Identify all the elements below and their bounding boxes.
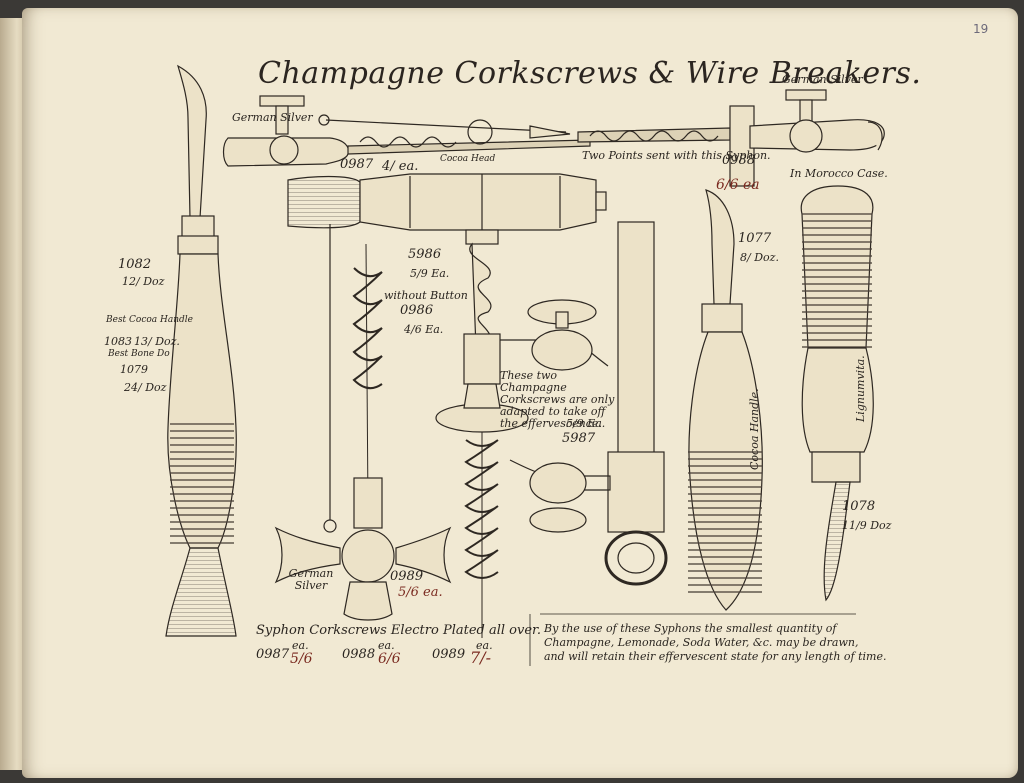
syphon-note: By the use of these Syphons the smallest… [544, 622, 886, 664]
champagne-corkscrew-5986 [287, 119, 609, 638]
price-1082: 12/ Doz [122, 275, 165, 288]
code-1082: 1082 [118, 257, 152, 272]
price-0988: 6/6 ea [716, 177, 760, 193]
code-0986: 0986 [400, 303, 434, 318]
syphon-note-line-3: and will retain their effervescent state… [544, 650, 887, 663]
label-two-points: Two Points sent with this Syphon. [582, 149, 771, 162]
sc-price-1: 5/6 [290, 651, 313, 667]
price-1077: 8/ Doz. [740, 251, 779, 264]
label-without-button: without Button [384, 289, 468, 302]
syphon-corkscrew-0987 [222, 95, 591, 167]
syphon-note-line-1: By the use of these Syphons the smallest… [544, 622, 837, 635]
label-cocoa-handle: Cocoa Handle. [748, 388, 761, 470]
wire-spike [318, 114, 571, 139]
sc-ea-1: ea. [292, 639, 309, 652]
label-german-silver-right: German Silver [782, 73, 863, 86]
syphon-note-line-2: Champagne, Lemonade, Soda Water, &c. may… [544, 636, 859, 649]
price-5987: 5/9 Ea. [566, 417, 606, 430]
syphon-corkscrew-0988 [577, 89, 885, 187]
sc-code-1: 0987 [256, 647, 290, 662]
page-number: 19 [973, 22, 989, 36]
sc-price-2: 6/6 [378, 651, 401, 667]
sc-price-3: 7/- [470, 648, 491, 667]
sc-code-3: 0989 [432, 647, 466, 662]
engraved-tools-illustration [165, 64, 885, 666]
sc-ea-3: ea. [476, 639, 493, 652]
syphon-corkscrew-0989 [274, 224, 452, 621]
code-1078: 1078 [842, 499, 876, 514]
price-0989: 5/6 ea. [398, 585, 443, 600]
price-1079: 24/ Doz [124, 381, 167, 394]
sc-ea-2: ea. [378, 639, 395, 652]
wire-breaker-1078 [800, 185, 874, 602]
illustration-plate [30, 8, 1016, 778]
page-title: Champagne Corkscrews & Wire Breakers. [258, 56, 922, 91]
label-cocoa-head: Cocoa Head [440, 154, 496, 164]
label-lignumvita: Lignumvita. [854, 355, 867, 422]
price-1078: 11/9 Doz [842, 519, 892, 532]
code-0989: 0989 [390, 569, 424, 584]
code-1083: 1083 [104, 335, 132, 348]
code-1079: 1079 [120, 363, 148, 376]
price-0987: 4/ ea. [382, 159, 419, 174]
label-best-cocoa-handle: Best Cocoa Handle [106, 315, 194, 325]
code-5986: 5986 [408, 247, 442, 262]
wire-breaker-1077 [688, 189, 763, 611]
champagne-note: These two Champagne Corkscrews are only … [500, 369, 615, 430]
code-0987: 0987 [340, 157, 374, 172]
champagne-corkscrew-5987 [509, 221, 668, 586]
label-german-silver-bottom: German Silver [288, 567, 334, 592]
price-5986: 5/9 Ea. [410, 267, 450, 280]
wire-breaker-1082 [165, 64, 237, 637]
code-1077: 1077 [738, 231, 772, 246]
price-1083: 13/ Doz. [134, 335, 180, 348]
price-0986: 4/6 Ea. [404, 323, 444, 336]
sc-code-2: 0988 [342, 647, 376, 662]
label-morocco-case: In Morocco Case. [790, 167, 888, 180]
label-german-silver-left: German Silver [232, 111, 313, 124]
syphon-caption: Syphon Corkscrews Electro Plated all ove… [256, 623, 541, 638]
code-0988: 0988 [722, 153, 756, 168]
label-best-bone: Best Bone Do [108, 349, 170, 359]
code-5987: 5987 [562, 431, 596, 446]
